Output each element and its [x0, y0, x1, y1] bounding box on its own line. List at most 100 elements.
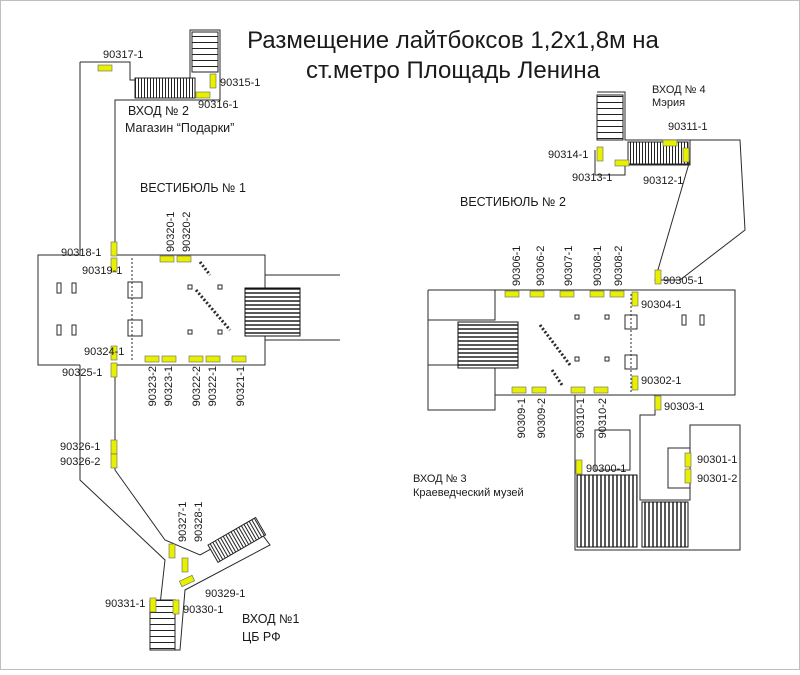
lightbox-90311-1[interactable]: [662, 139, 678, 147]
lightbox-90307-1[interactable]: [559, 290, 575, 298]
lightbox-90301-1[interactable]: [684, 452, 692, 468]
lightbox-90304-1[interactable]: [631, 291, 639, 307]
stairs-entrance-4-lower: [627, 141, 689, 165]
lightbox-90315-1[interactable]: [209, 73, 217, 89]
lightbox-90308-1[interactable]: [589, 290, 605, 298]
label-90323-2: 90323-2: [147, 366, 159, 406]
label-90324-1: 90324-1: [84, 346, 124, 358]
escalator-vestibule-1: [244, 287, 301, 337]
lightbox-90302-1[interactable]: [631, 375, 639, 391]
lightbox-90309-2[interactable]: [531, 386, 547, 394]
entrance-4-label: ВХОД № 4: [652, 84, 706, 96]
entrance-3-label: ВХОД № 3: [413, 473, 467, 485]
lightbox-90322-2[interactable]: [188, 355, 204, 363]
stairs-entrance-1-right: [207, 516, 267, 564]
label-90322-2: 90322-2: [191, 366, 203, 406]
label-90319-1: 90319-1: [82, 265, 122, 277]
lightbox-90310-1[interactable]: [570, 386, 586, 394]
lightbox-90316-1[interactable]: [195, 91, 211, 99]
lightbox-90327-1[interactable]: [168, 543, 176, 559]
lightbox-90322-1[interactable]: [205, 355, 221, 363]
stairs-entrance-2-lower: [134, 77, 196, 99]
lightbox-90309-1[interactable]: [511, 386, 527, 394]
lightbox-90323-1[interactable]: [161, 355, 177, 363]
label-90327-1: 90327-1: [177, 502, 189, 542]
lightbox-90325-1[interactable]: [110, 362, 118, 378]
lightbox-labels: 90317-1 90315-1 90316-1 90318-1 90319-1 …: [60, 49, 737, 616]
lightbox-markers: [97, 64, 692, 615]
lightbox-90319-1[interactable]: [110, 257, 118, 273]
label-90329-1: 90329-1: [205, 588, 245, 600]
lightbox-90317-1[interactable]: [97, 64, 113, 72]
lightbox-90312-1[interactable]: [682, 147, 690, 163]
entrance-1-sublabel: ЦБ РФ: [242, 630, 281, 644]
lightbox-90310-2[interactable]: [593, 386, 609, 394]
stairs-entrance-1-bottom: [149, 599, 176, 651]
label-90325-1: 90325-1: [62, 367, 102, 379]
lightbox-90313-1[interactable]: [614, 159, 630, 167]
label-90320-1: 90320-1: [165, 212, 177, 252]
entrance-3-sublabel: Краеведческий музей: [413, 487, 524, 499]
lightbox-90321-1[interactable]: [231, 355, 247, 363]
lightbox-90323-2[interactable]: [144, 355, 160, 363]
lightbox-90328-1[interactable]: [181, 557, 189, 573]
lightbox-90306-1[interactable]: [504, 290, 520, 298]
lightbox-90305-1[interactable]: [654, 269, 662, 285]
stairs-entrance-2: [191, 31, 219, 73]
label-90306-2: 90306-2: [535, 246, 547, 286]
label-90303-1: 90303-1: [664, 401, 704, 413]
label-90317-1: 90317-1: [103, 49, 143, 61]
label-90314-1: 90314-1: [548, 149, 588, 161]
entrance-2-label: ВХОД № 2: [128, 104, 189, 118]
label-90322-1: 90322-1: [207, 366, 219, 406]
label-90315-1: 90315-1: [220, 77, 260, 89]
label-90318-1: 90318-1: [61, 247, 101, 259]
label-90309-1: 90309-1: [516, 398, 528, 438]
label-90330-1: 90330-1: [183, 604, 223, 616]
label-90316-1: 90316-1: [198, 99, 238, 111]
lightbox-90331-1[interactable]: [149, 597, 157, 613]
lightbox-90324-1[interactable]: [110, 345, 118, 361]
lightbox-90318-1[interactable]: [110, 241, 118, 257]
label-90307-1: 90307-1: [563, 246, 575, 286]
label-90326-1: 90326-1: [60, 441, 100, 453]
lightbox-90326-2[interactable]: [110, 453, 118, 469]
escalator-vestibule-2: [457, 321, 519, 369]
lightbox-90301-2[interactable]: [684, 468, 692, 484]
lightbox-90320-1[interactable]: [159, 255, 175, 263]
label-90328-1: 90328-1: [193, 502, 205, 542]
label-90310-2: 90310-2: [597, 398, 609, 438]
lightbox-90320-2[interactable]: [176, 255, 192, 263]
stairs-entrance-4: [596, 94, 624, 141]
label-90308-2: 90308-2: [613, 246, 625, 286]
lightbox-90326-1[interactable]: [110, 439, 118, 455]
label-90323-1: 90323-1: [163, 366, 175, 406]
entrance-4-sublabel: Мэрия: [652, 97, 685, 109]
label-90305-1: 90305-1: [663, 275, 703, 287]
label-90306-1: 90306-1: [511, 246, 523, 286]
lightbox-90329-1[interactable]: [178, 574, 196, 588]
stairs-entrance-3: [576, 474, 638, 548]
vestibule-1-details: [56, 258, 232, 362]
label-90304-1: 90304-1: [641, 299, 681, 311]
label-90301-2: 90301-2: [697, 473, 737, 485]
entrance-1-label: ВХОД №1: [242, 612, 300, 626]
lightbox-90330-1[interactable]: [172, 599, 180, 615]
lightbox-90308-2[interactable]: [609, 290, 625, 298]
lightbox-90300-1[interactable]: [575, 459, 583, 475]
entrance-2-sublabel: Магазин “Подарки”: [125, 121, 234, 135]
label-90310-1: 90310-1: [575, 398, 587, 438]
lightbox-90303-1[interactable]: [654, 395, 662, 411]
label-90300-1: 90300-1: [586, 463, 626, 475]
title-line-2: ст.метро Площадь Ленина: [306, 57, 601, 84]
vestibule-2-label: ВЕСТИБЮЛЬ № 2: [460, 195, 566, 209]
label-90312-1: 90312-1: [643, 175, 683, 187]
label-90320-2: 90320-2: [181, 212, 193, 252]
lightbox-90306-2[interactable]: [529, 290, 545, 298]
vestibule-2-details: [538, 294, 705, 392]
label-90326-2: 90326-2: [60, 456, 100, 468]
label-90301-1: 90301-1: [697, 454, 737, 466]
lightbox-90314-1[interactable]: [596, 146, 604, 162]
